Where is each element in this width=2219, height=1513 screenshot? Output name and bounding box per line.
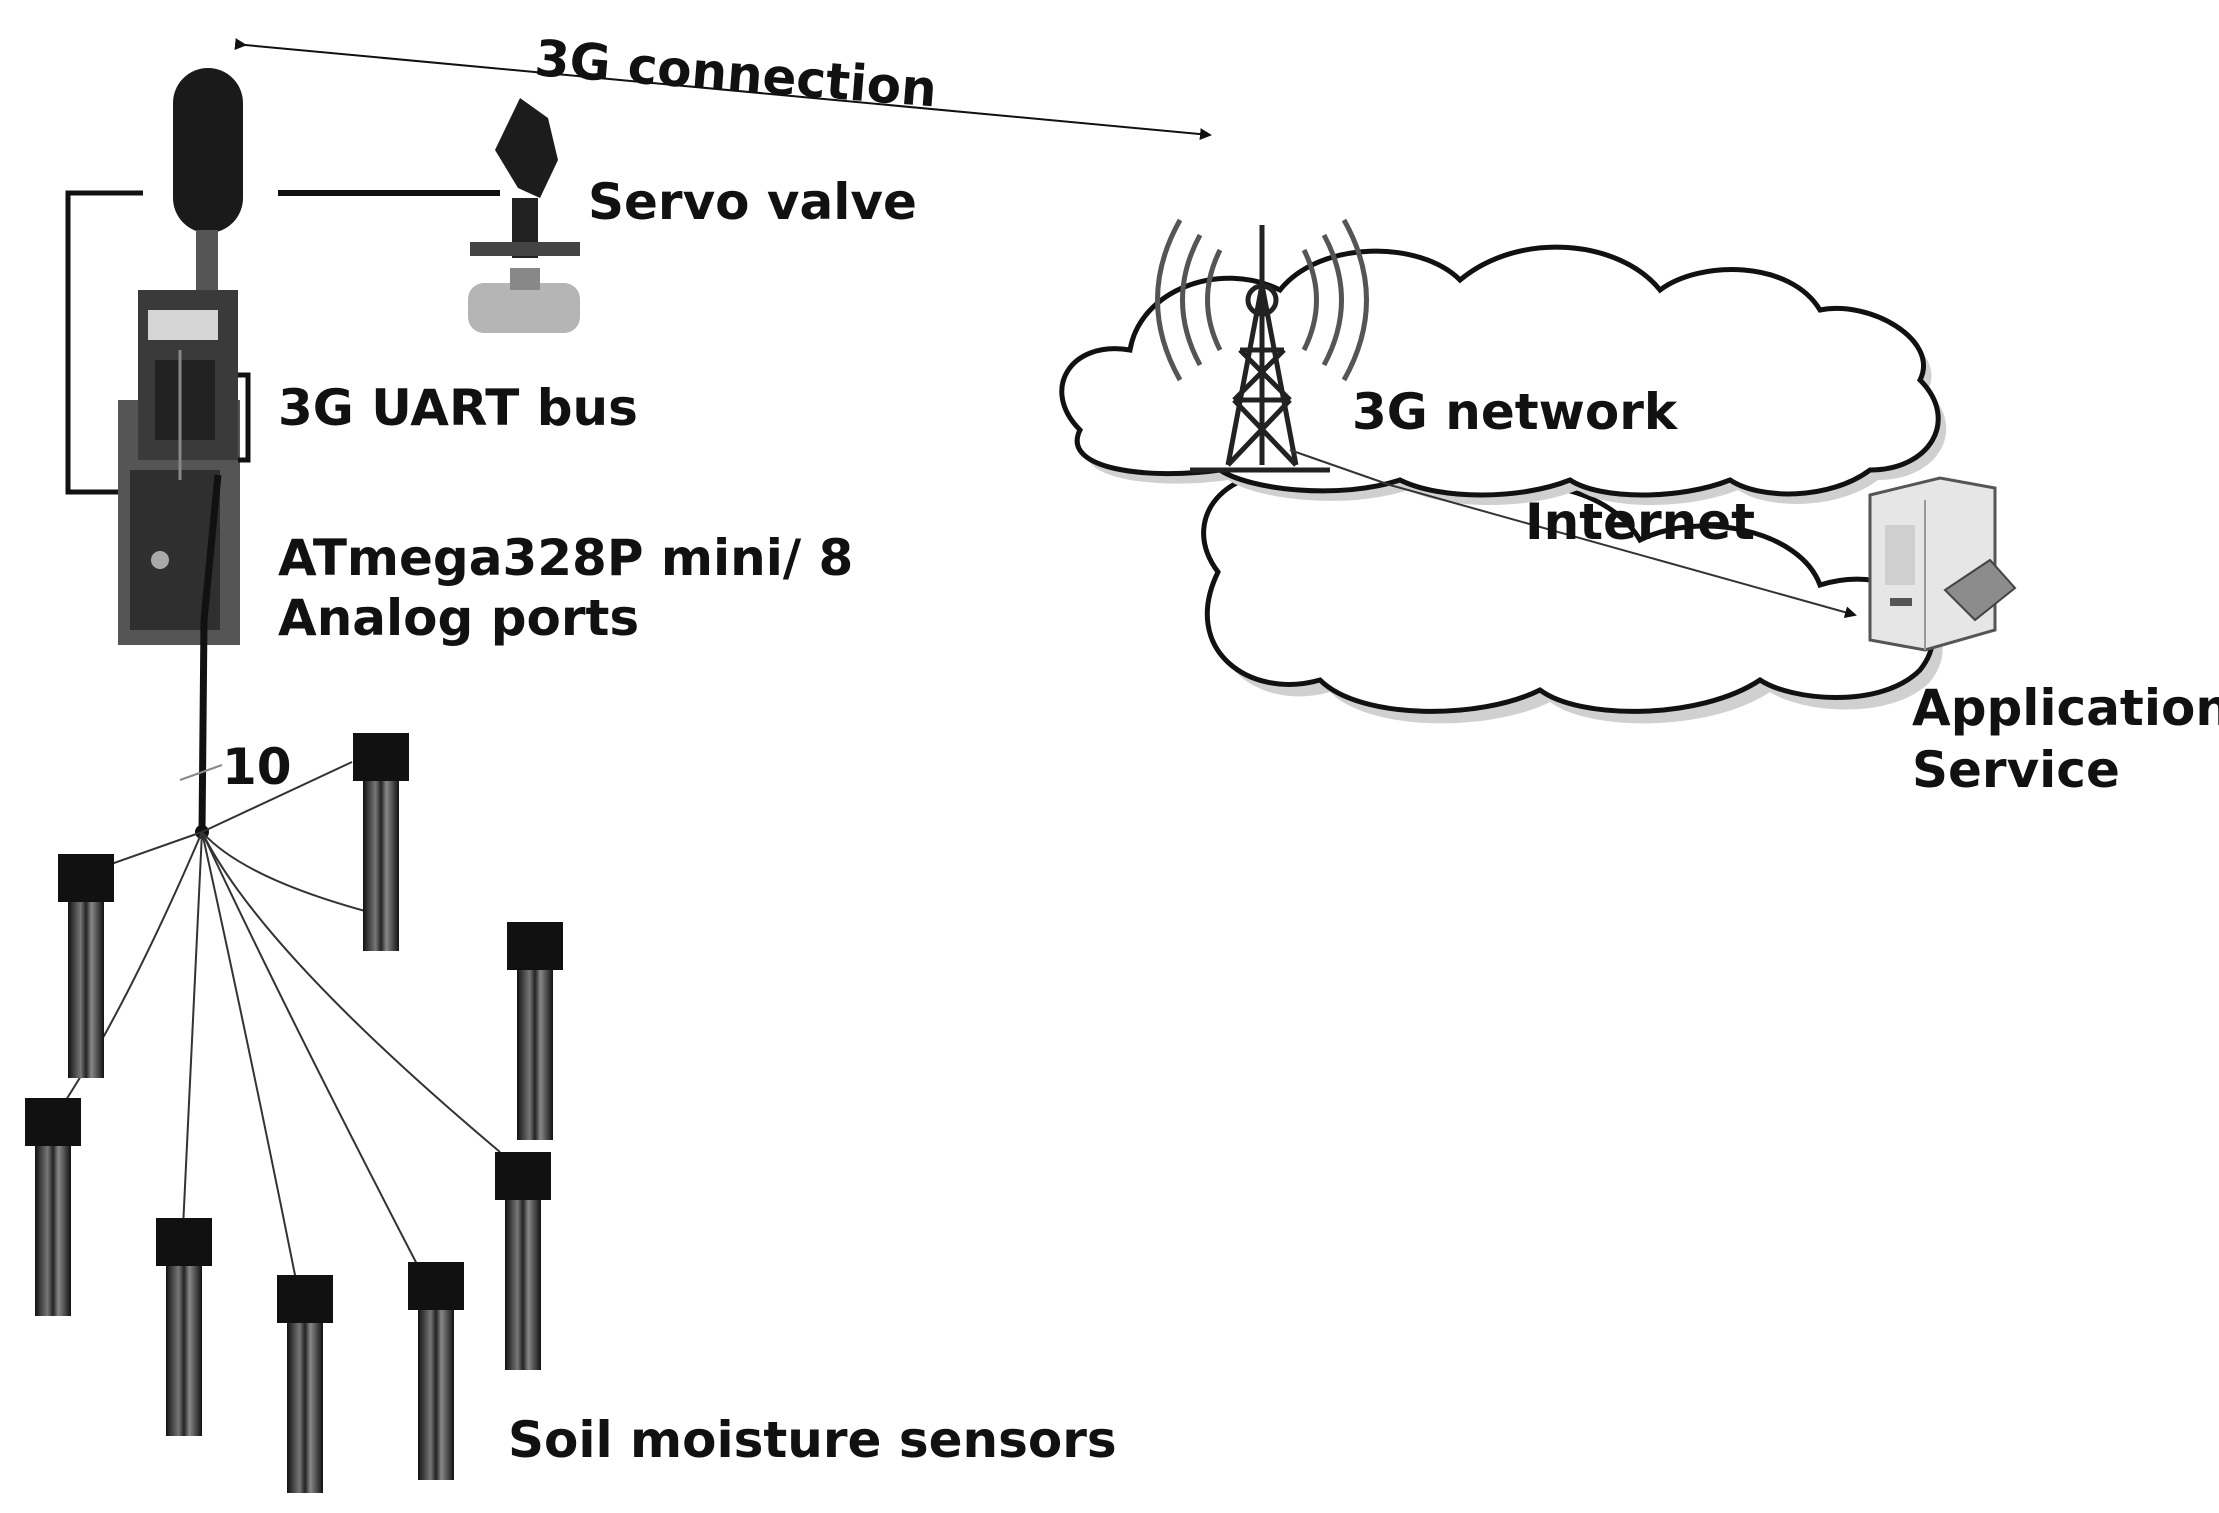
uart-bus-label: 3G UART bus xyxy=(278,379,638,437)
app-service-label-line2: Service xyxy=(1912,741,2120,799)
connection-arrow xyxy=(234,38,1212,141)
servo-valve-label: Servo valve xyxy=(588,173,917,231)
cell-tower-icon xyxy=(1155,218,1369,473)
sensor-wires xyxy=(65,761,501,1291)
antenna-icon xyxy=(173,68,243,290)
network-cloud xyxy=(1059,244,1947,505)
wire-count-label: 10 xyxy=(222,738,292,796)
soil-sensor-icon xyxy=(507,922,563,1140)
server-icon xyxy=(1868,476,2017,652)
soil-sensor-icon xyxy=(156,1218,212,1436)
soil-sensor-icon xyxy=(408,1262,464,1480)
microcontroller-board-icon xyxy=(118,290,240,645)
sensors-label: Soil moisture sensors xyxy=(508,1411,1117,1469)
wire-count-tick xyxy=(179,764,223,781)
soil-sensor-icon xyxy=(58,854,114,1078)
antenna-wire-left xyxy=(65,190,143,495)
uart-bracket xyxy=(238,372,251,463)
app-service-label-line1: Application xyxy=(1912,679,2219,737)
sensor-cable xyxy=(198,474,222,833)
internet-link xyxy=(1289,449,1857,619)
soil-sensor-icon xyxy=(353,733,409,951)
soil-sensor-icon xyxy=(495,1152,551,1370)
mcu-label-line1: ATmega328P mini/ 8 xyxy=(278,529,854,587)
internet-label: Internet xyxy=(1525,493,1756,551)
servo-valve-icon xyxy=(468,98,580,333)
soil-sensor-icon xyxy=(25,1098,81,1316)
mcu-label-line2: Analog ports xyxy=(278,589,640,647)
network-label: 3G network xyxy=(1352,383,1678,441)
soil-sensor-icon xyxy=(277,1275,333,1493)
